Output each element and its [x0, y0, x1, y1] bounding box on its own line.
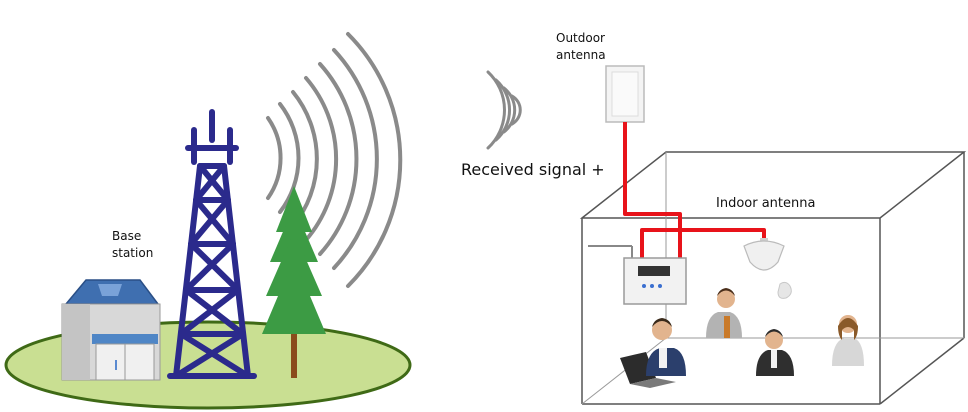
- person-phone-icon: [832, 315, 864, 366]
- panel-antenna-icon: [605, 65, 645, 123]
- tree-icon: [262, 186, 326, 378]
- person-phone-icon: [646, 318, 686, 376]
- base-station-label-line2: station: [112, 246, 154, 260]
- received-signal-waves-icon: [486, 70, 522, 150]
- cell-tower-icon: [167, 109, 257, 379]
- base-station-building-icon: [61, 279, 161, 381]
- base-station-label: Base station: [112, 228, 153, 262]
- indoor-antenna-label: Indoor antenna: [716, 196, 816, 211]
- person-phone-icon: [756, 329, 794, 376]
- coax-cable: [623, 122, 766, 260]
- person-phone-icon: [706, 288, 742, 338]
- ceiling-antenna-icon: [743, 238, 792, 299]
- tower-signal-waves-icon: [266, 32, 403, 288]
- base-station-label-line1: Base: [112, 229, 142, 243]
- outdoor-antenna-label-line1: Outdoor: [556, 31, 605, 45]
- outdoor-antenna-label: Outdoor antenna: [556, 30, 606, 64]
- outdoor-antenna-label-line2: antenna: [556, 48, 606, 62]
- signal-repeater-icon: [623, 257, 687, 305]
- received-signal-label: Received signal +: [461, 160, 605, 179]
